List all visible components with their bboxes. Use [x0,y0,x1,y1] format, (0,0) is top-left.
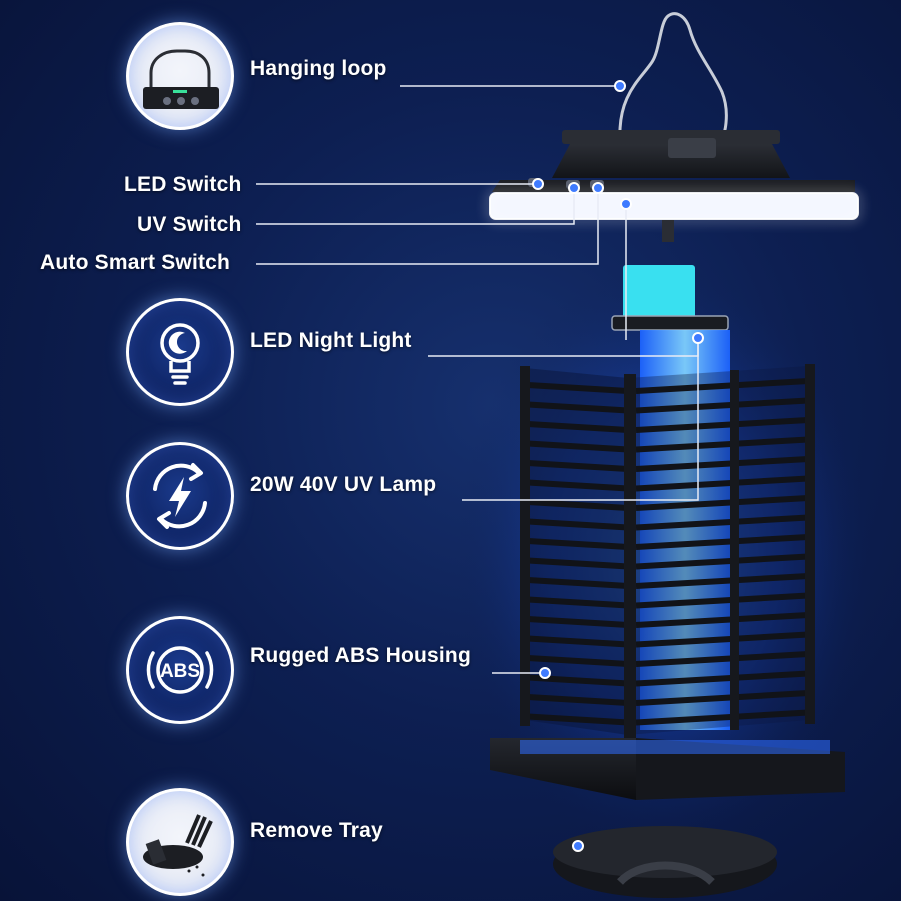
led-light-strip [490,193,858,219]
night-light-cube [623,265,695,319]
cage-slat [527,479,629,492]
cage-slat [635,456,809,472]
cage-slat [527,655,629,667]
label-auto-smart-switch: Auto Smart Switch [40,251,231,274]
cage-slat [635,436,809,453]
cage-slat [635,378,809,394]
cage-slat [635,573,809,589]
cage-slat [635,612,809,628]
cage-slat [527,401,629,414]
cage-slat [527,499,629,511]
cage-slat [527,460,629,472]
removable-tray [553,826,777,898]
cage-slat [527,694,629,706]
cage-slat [635,690,809,706]
cage-slat [635,592,809,609]
cage-slat [635,553,809,570]
cage-slat [635,495,809,511]
label-led-switch: LED Switch [124,173,242,196]
cage-slat [527,713,629,726]
label-uv-lamp: 20W 40V UV Lamp [250,473,437,496]
base [490,738,845,800]
abs-icon-text: ABS [160,661,200,682]
cage-slat [527,596,629,609]
cage-slat [527,421,629,433]
label-uv-switch: UV Switch [137,213,242,236]
bulb-moon-icon [126,298,234,406]
hanging-wire [618,12,728,151]
top-cap [489,130,859,242]
leader-dots [532,80,704,852]
cage-slat [527,557,629,570]
label-abs-housing: Rugged ABS Housing [250,644,471,667]
lightning-cycle-icon [126,442,234,550]
cage-slat [527,538,629,550]
cage-slat [527,577,629,589]
cage-slat [635,670,809,687]
cage-slat [635,709,809,726]
cage-slat [635,417,809,433]
cage-housing [520,364,815,740]
label-hanging-loop: Hanging loop [250,57,387,80]
label-led-night-light: LED Night Light [250,329,412,352]
cage-slat [527,518,629,531]
cage-slat [527,616,629,628]
abs-icon: ABS [126,616,234,724]
cage-slat [635,534,809,550]
label-remove-tray: Remove Tray [250,819,383,842]
hook-icon [126,22,234,130]
cage-slat [527,440,629,453]
cage-slat [527,635,629,648]
cage-slat [527,382,629,394]
cage-slat [635,397,809,414]
tray-icon [126,788,234,896]
leader-lines [256,85,699,674]
cage-slat [635,514,809,531]
cage-slat [635,475,809,492]
cage-slat [635,631,809,648]
cage-slat [635,651,809,667]
